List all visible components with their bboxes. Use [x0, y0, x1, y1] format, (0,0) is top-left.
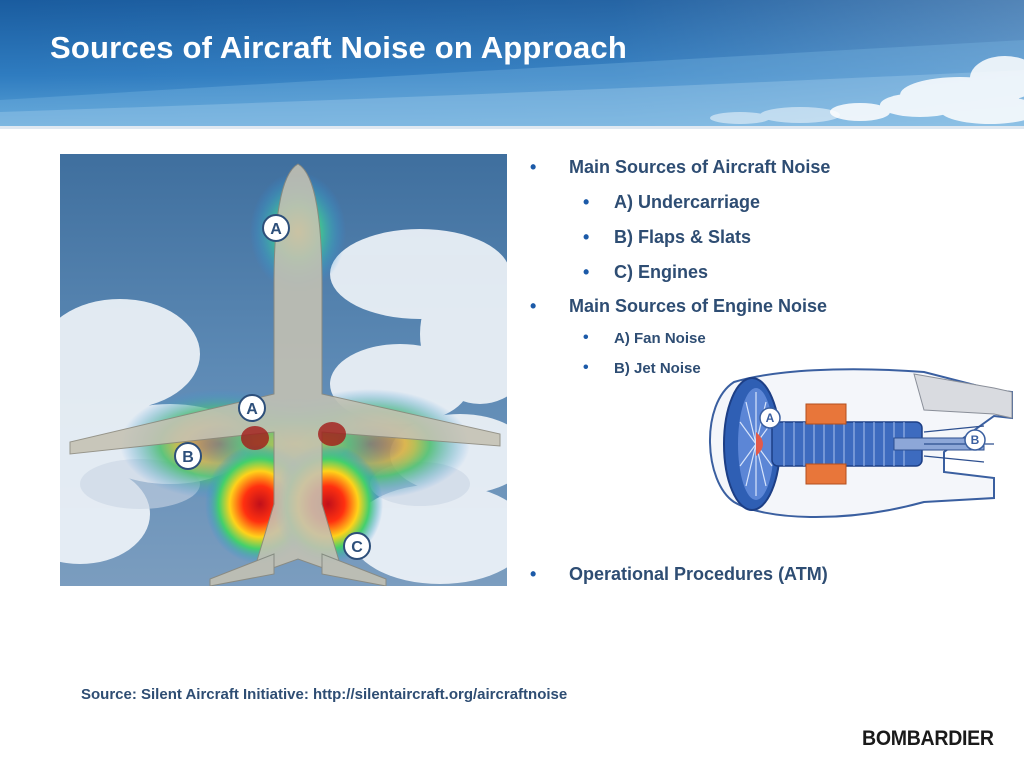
bullet-dot: • — [530, 564, 537, 584]
source-citation: Source: Silent Aircraft Initiative: http… — [81, 686, 568, 703]
svg-text:A: A — [270, 221, 282, 238]
bullet-dot: • — [583, 329, 589, 346]
page-title: Sources of Aircraft Noise on Approach — [50, 30, 627, 65]
bullet-dot: • — [583, 227, 590, 247]
bullet-dot: • — [530, 157, 537, 177]
sky-clouds-graphic — [0, 0, 1024, 126]
label-flaps: B — [174, 442, 202, 470]
label-main-gear: A — [238, 394, 266, 422]
svg-text:C: C — [351, 539, 363, 556]
svg-text:A: A — [246, 401, 258, 418]
label-engines: C — [343, 532, 371, 560]
svg-text:A: A — [766, 411, 775, 425]
header-banner — [0, 0, 1024, 126]
bullet-dot: • — [530, 296, 537, 316]
label-fan-noise: A — [759, 407, 781, 429]
label-jet-noise: B — [964, 429, 986, 451]
aircraft-noise-map-image: A A B C — [60, 154, 507, 586]
svg-text:B: B — [971, 433, 980, 447]
engine-cutaway-image: A B — [694, 352, 1014, 534]
bullet-dot: • — [583, 359, 589, 376]
bullet-dot: • — [583, 262, 590, 282]
header-divider — [0, 126, 1024, 129]
label-nose-gear: A — [262, 214, 290, 242]
bombardier-logo: BOMBARDIER — [862, 727, 994, 750]
bullet-dot: • — [583, 192, 590, 212]
svg-text:B: B — [182, 449, 194, 466]
